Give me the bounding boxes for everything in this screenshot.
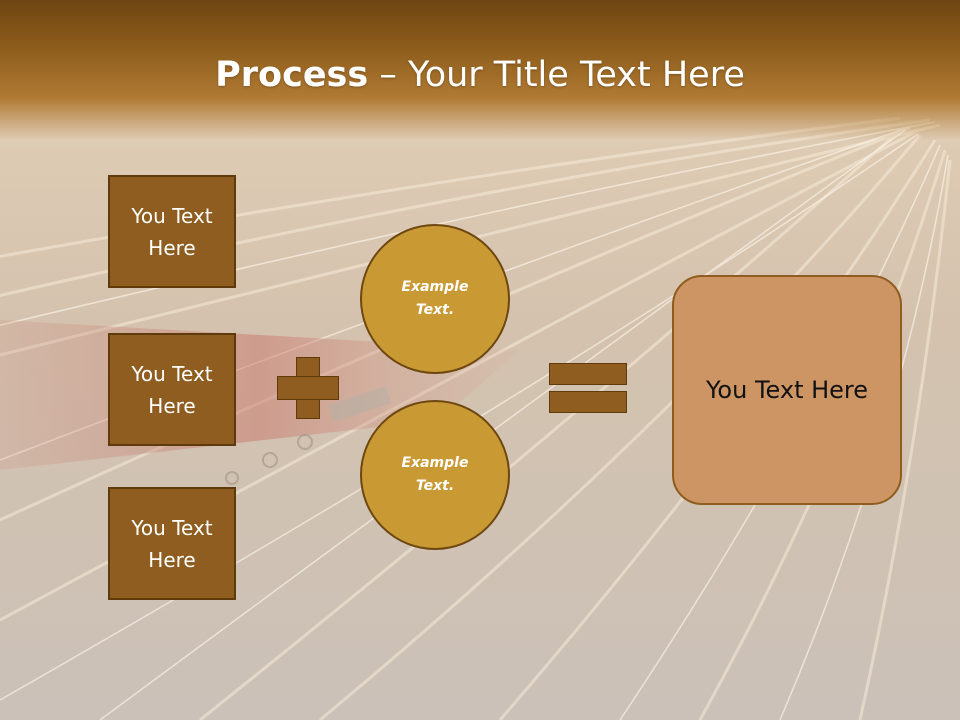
example-circle-2-text: Example Text. [401, 455, 469, 494]
left-box-1-text: You Text Here [131, 203, 213, 260]
title-rest: – Your Title Text Here [368, 55, 745, 95]
left-box-2-text: You Text Here [131, 361, 213, 418]
title-bold: Process [215, 55, 369, 95]
left-box-1[interactable]: You Text Here [108, 175, 236, 288]
result-box[interactable]: You Text Here [672, 275, 902, 505]
slide-title[interactable]: Process – Your Title Text Here [0, 50, 960, 100]
example-circle-1[interactable]: Example Text. [360, 224, 510, 374]
example-circle-2[interactable]: Example Text. [360, 400, 510, 550]
left-box-3[interactable]: You Text Here [108, 487, 236, 600]
left-box-2[interactable]: You Text Here [108, 333, 236, 446]
equals-icon-bottom-bar [549, 391, 627, 413]
example-circle-1-text: Example Text. [401, 279, 469, 318]
equals-icon-top-bar [549, 363, 627, 385]
result-box-text: You Text Here [705, 376, 869, 404]
plus-icon-core [297, 377, 319, 399]
title-bar [0, 0, 960, 140]
left-box-3-text: You Text Here [131, 515, 213, 572]
